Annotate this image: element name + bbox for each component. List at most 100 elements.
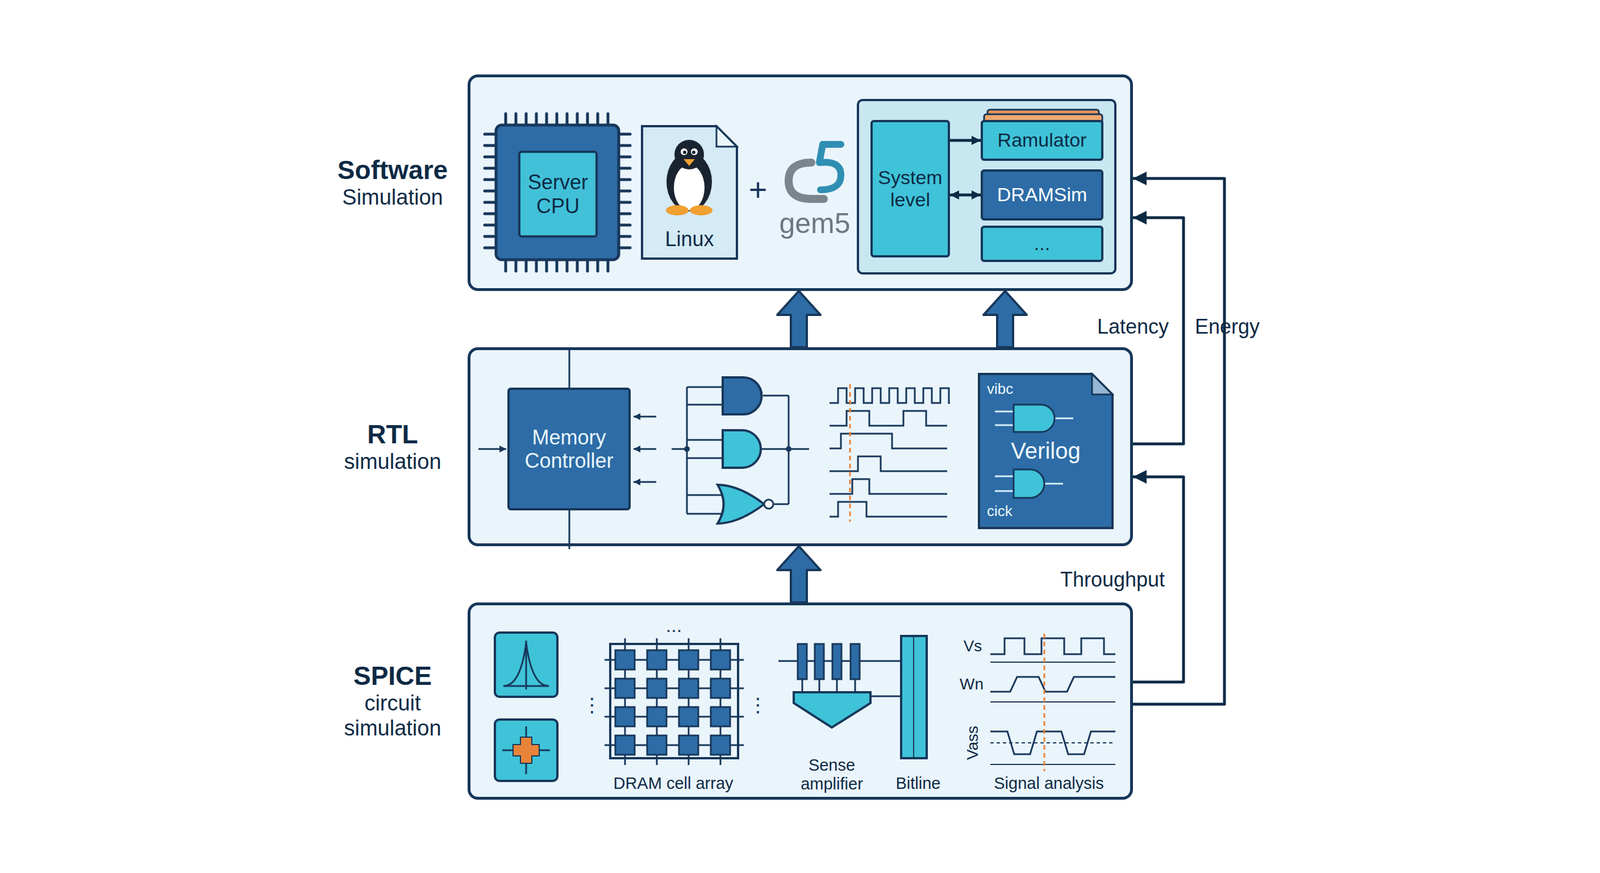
illustration-g bbox=[829, 388, 950, 517]
illustration-line bbox=[606, 259, 610, 272]
illustration-line bbox=[994, 475, 1014, 478]
node-label: vibc bbox=[986, 380, 1014, 398]
illustration-line bbox=[565, 259, 569, 272]
illustration-rect bbox=[647, 706, 667, 727]
linux-document: Linux bbox=[640, 125, 739, 260]
illustration-path bbox=[513, 736, 540, 764]
illustration-line bbox=[773, 503, 789, 506]
rtl-layer-panel: Memory Controller vibcVerilogcickRTLsimu… bbox=[467, 347, 1133, 547]
spice-illustration bbox=[470, 605, 1136, 803]
block-arrow bbox=[777, 290, 821, 348]
illustration-rect bbox=[814, 643, 824, 679]
illustration-line bbox=[836, 678, 839, 693]
node-label: Ramulator bbox=[997, 128, 1087, 152]
label-slot: Latency bbox=[1093, 313, 1173, 340]
illustration-g bbox=[802, 678, 856, 693]
illustration-line bbox=[484, 201, 497, 204]
label-slot: Bitline bbox=[896, 773, 941, 793]
illustration-rect bbox=[615, 706, 635, 727]
illustration-line bbox=[1043, 633, 1046, 772]
illustration-path bbox=[990, 676, 1116, 692]
illustration-line bbox=[618, 178, 631, 182]
illustration-line bbox=[576, 113, 579, 125]
illustration-line bbox=[618, 167, 631, 170]
label-slot: ⋮ bbox=[582, 693, 602, 716]
illustration-polygon bbox=[793, 692, 871, 728]
layer-heading: SoftwareSimulation bbox=[321, 77, 464, 289]
illustration-line bbox=[504, 113, 508, 125]
illustration-line bbox=[990, 661, 1116, 663]
illustration-line bbox=[596, 259, 600, 272]
server-cpu-chip: Server CPU bbox=[518, 150, 598, 238]
layer-heading: SPICEcircuit simulation bbox=[321, 605, 464, 797]
illustration-line bbox=[514, 113, 518, 125]
illustration-line bbox=[514, 259, 518, 272]
illustration-line bbox=[618, 235, 631, 239]
flow-arrow bbox=[1132, 178, 1225, 704]
illustration-line bbox=[1054, 417, 1074, 420]
illustration-line bbox=[990, 701, 1116, 703]
system-level-box: System level bbox=[870, 119, 950, 258]
illustration-path bbox=[717, 484, 765, 524]
illustration-line bbox=[818, 678, 821, 693]
illustration-circle bbox=[690, 148, 698, 156]
illustration-line bbox=[484, 223, 497, 227]
illustration-circle bbox=[684, 446, 690, 452]
ellipsis-mark: ⋮ bbox=[748, 693, 768, 716]
illustration-line bbox=[568, 350, 571, 388]
edge-label: Energy bbox=[1191, 313, 1264, 340]
illustration-line bbox=[525, 259, 528, 272]
illustration-line bbox=[686, 457, 723, 460]
illustration-path bbox=[722, 430, 761, 468]
illustration-g bbox=[478, 350, 810, 549]
label-slot: Signal analysis bbox=[993, 773, 1104, 793]
illustration-line bbox=[633, 415, 657, 418]
label-slot: DRAM cell array bbox=[613, 773, 733, 793]
layer-title: Software bbox=[337, 155, 448, 186]
node-label: cick bbox=[986, 502, 1013, 520]
illustration-path bbox=[819, 144, 841, 190]
illustration-path bbox=[716, 126, 737, 147]
illustration-path bbox=[978, 373, 1113, 528]
block-arrow bbox=[983, 290, 1027, 348]
illustration-line bbox=[484, 189, 497, 193]
illustration-line bbox=[576, 259, 579, 272]
illustration-rect bbox=[678, 678, 699, 698]
illustration-line bbox=[484, 132, 497, 136]
illustration-ellipse bbox=[673, 164, 705, 211]
illustration-path bbox=[722, 377, 762, 415]
illustration-path bbox=[788, 162, 824, 199]
part-label: Bitline bbox=[896, 773, 941, 793]
illustration-rect bbox=[710, 678, 731, 698]
ellipsis-mark: ... bbox=[665, 614, 682, 637]
label-slot: Wn bbox=[959, 675, 984, 694]
illustration-line bbox=[545, 113, 549, 125]
illustration-path bbox=[829, 456, 948, 472]
illustration-rect bbox=[647, 650, 667, 670]
node-label: System level bbox=[877, 166, 944, 211]
illustration-path bbox=[683, 159, 695, 166]
part-label: DRAM cell array bbox=[613, 773, 733, 793]
illustration-line bbox=[484, 167, 497, 170]
illustration-line bbox=[618, 189, 631, 193]
illustration-line bbox=[555, 113, 559, 125]
illustration-rect bbox=[615, 650, 635, 670]
illustration-circle bbox=[680, 148, 688, 156]
illustration-line bbox=[994, 490, 1014, 493]
spice-layer-panel: SPICEcircuit simulation...⋮⋮DRAM cell ar… bbox=[467, 602, 1133, 800]
illustration-path bbox=[1013, 404, 1055, 432]
memory-controller-box: Memory Controller bbox=[507, 387, 631, 511]
illustration-line bbox=[801, 678, 804, 693]
edge-label: Latency bbox=[1093, 313, 1173, 340]
illustration-rect bbox=[901, 635, 927, 758]
plus-sign: + bbox=[748, 171, 768, 208]
illustration-line bbox=[618, 246, 631, 250]
illustration-rect bbox=[678, 650, 699, 670]
illustration-line bbox=[484, 235, 497, 239]
part-label: Signal analysis bbox=[993, 773, 1104, 793]
illustration-line bbox=[586, 259, 590, 272]
illustration-rect bbox=[496, 125, 619, 260]
illustration-path bbox=[829, 410, 948, 426]
layer-title: Simulation bbox=[342, 185, 443, 211]
